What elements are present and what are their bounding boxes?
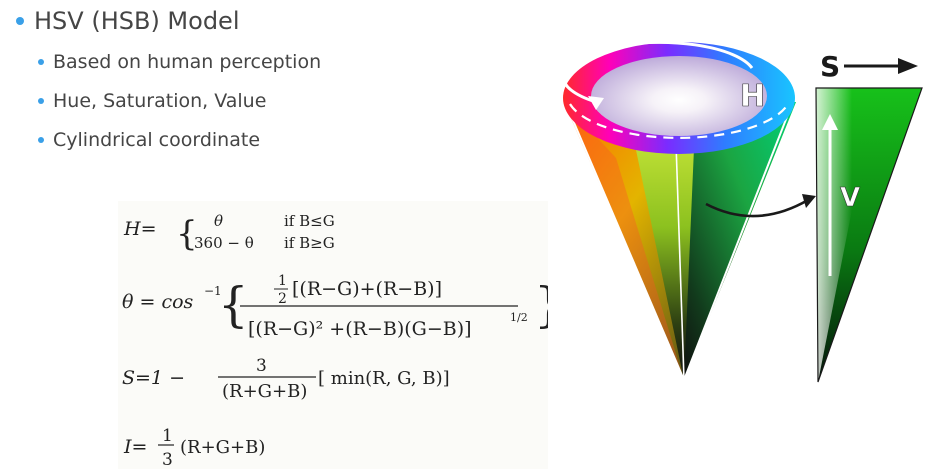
i-rest: (R+G+B)	[180, 437, 265, 458]
h-case2-cond: if B≥G	[284, 234, 335, 252]
sub-bullet-text: Based on human perception	[53, 50, 322, 73]
h-case1-value: θ	[214, 212, 223, 230]
theta-num-frac-top: 1	[278, 273, 287, 289]
value-arrow-icon	[822, 114, 838, 130]
hue-disk	[561, 40, 795, 154]
sub-bullet-text: Hue, Saturation, Value	[53, 89, 267, 112]
formula-image: H= { θ if B≤G 360 − θ if B≥G θ = cos −1 …	[118, 201, 565, 470]
theta-num-frac-bot: 2	[278, 291, 287, 307]
curved-arrow-head-icon	[802, 194, 816, 208]
s-numerator: 3	[256, 356, 267, 376]
hue-label: H	[740, 79, 765, 114]
curved-arrow-icon	[705, 198, 809, 218]
theta-left-brace-icon: {	[218, 277, 249, 333]
hsv-cone-diagram: H S V	[556, 18, 936, 398]
i-numerator: 1	[162, 426, 173, 446]
sv-triangle	[815, 87, 923, 383]
saturation-label: S	[820, 50, 840, 83]
bullet-list: HSV (HSB) Model Based on human perceptio…	[16, 4, 486, 159]
formula-svg: H= { θ if B≤G 360 − θ if B≥G θ = cos −1 …	[122, 212, 565, 470]
theta-numerator: [(R−G)+(R−B)]	[292, 278, 442, 300]
theta-denominator: [(R−G)² +(R−B)(G−B)]	[248, 318, 472, 340]
bullet-title-text: HSV (HSB) Model	[34, 7, 240, 35]
theta-den-exp: 1/2	[510, 311, 528, 324]
value-label: V	[840, 183, 860, 213]
sub-bullet-item: Based on human perception	[16, 42, 486, 81]
sub-bullet-text: Cylindrical coordinate	[53, 128, 261, 151]
sub-bullet-item: Hue, Saturation, Value	[16, 81, 486, 120]
h-case1-cond: if B≤G	[284, 212, 335, 230]
bullet-dot-icon	[38, 58, 44, 65]
h-lhs: H=	[123, 218, 157, 240]
s-lhs: S=1 −	[122, 367, 185, 389]
theta-lhs: θ = cos	[122, 291, 194, 313]
bullet-title: HSV (HSB) Model	[16, 4, 486, 38]
bullet-dot-icon	[38, 97, 44, 104]
i-denominator: 3	[162, 450, 173, 469]
h-brace-icon: {	[176, 214, 198, 254]
s-denominator: (R+G+B)	[222, 381, 307, 402]
h-case2-value: 360 − θ	[194, 234, 254, 252]
cone-body	[564, 83, 796, 381]
sub-bullet-item: Cylindrical coordinate	[16, 120, 486, 159]
hsv-cone-svg: H S V	[561, 40, 923, 383]
sub-bullet-list: Based on human perception Hue, Saturatio…	[16, 42, 486, 159]
theta-exp: −1	[204, 284, 222, 298]
bullet-dot-icon	[38, 136, 44, 143]
hue-arrow-icon	[588, 96, 604, 110]
i-lhs: I=	[123, 436, 147, 458]
saturation-arrow-icon	[898, 58, 918, 74]
theta-right-brace-icon: }	[534, 277, 548, 333]
s-rest: [ min(R, G, B)]	[318, 368, 450, 389]
bullet-dot-icon	[16, 17, 24, 25]
